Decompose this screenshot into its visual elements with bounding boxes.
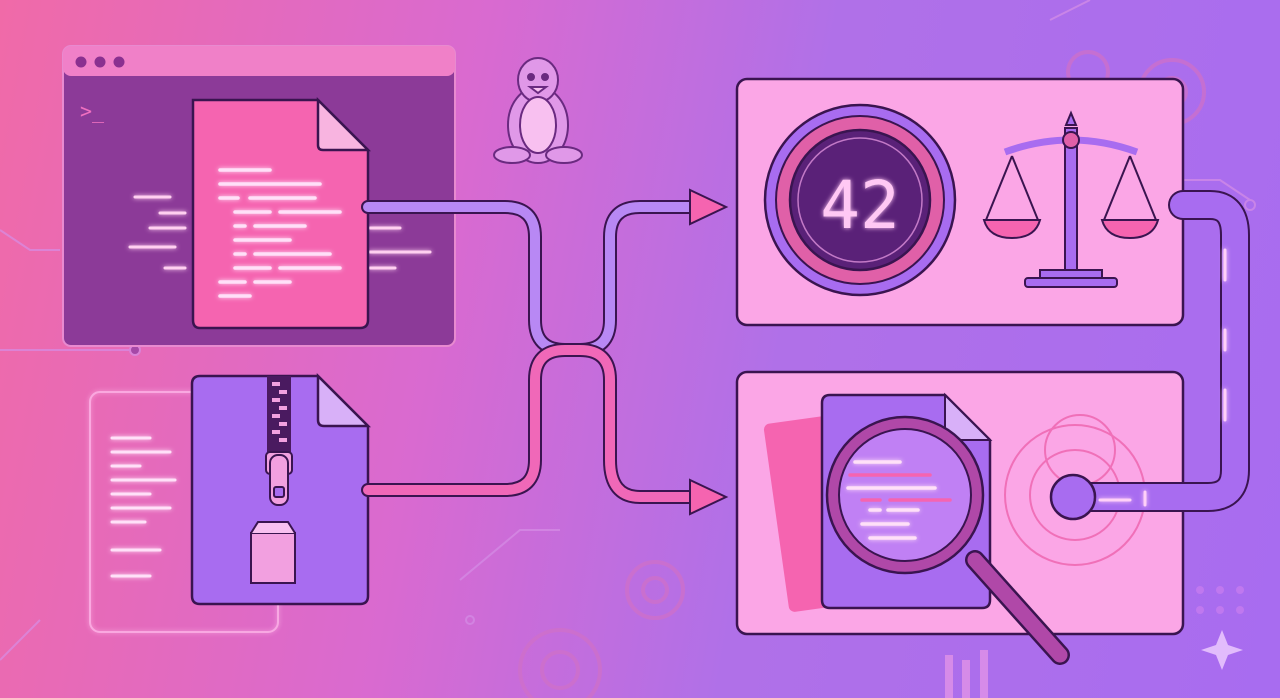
bar-decor: [945, 650, 988, 698]
balance-scale-icon: [982, 110, 1160, 288]
inspection-panel: [735, 370, 1185, 665]
arrow-icon: [689, 478, 729, 516]
dot-grid: [1196, 586, 1244, 614]
code-lines: [128, 195, 432, 270]
window-dot-icon: [94, 56, 106, 68]
sparkle-icon: [1201, 630, 1243, 670]
zip-archive-file-icon: [190, 372, 372, 606]
window-dot-icon: [75, 56, 87, 68]
score-value: 42: [820, 167, 899, 244]
circuit-traces: [0, 0, 1256, 661]
terminal-prompt-icon: >_: [80, 99, 105, 123]
magnifying-glass-icon: [825, 415, 1070, 665]
pipeline-connectors: [361, 200, 707, 504]
linux-penguin-icon: [493, 57, 583, 164]
output-pipe: [1049, 190, 1250, 521]
evaluation-panel: 42: [735, 77, 1185, 327]
source-file-icon: [191, 96, 372, 330]
arrow-icon: [689, 188, 729, 226]
code-lines: [110, 436, 177, 578]
window-dot-icon: [113, 56, 125, 68]
score-gauge-icon: 42: [763, 103, 957, 297]
